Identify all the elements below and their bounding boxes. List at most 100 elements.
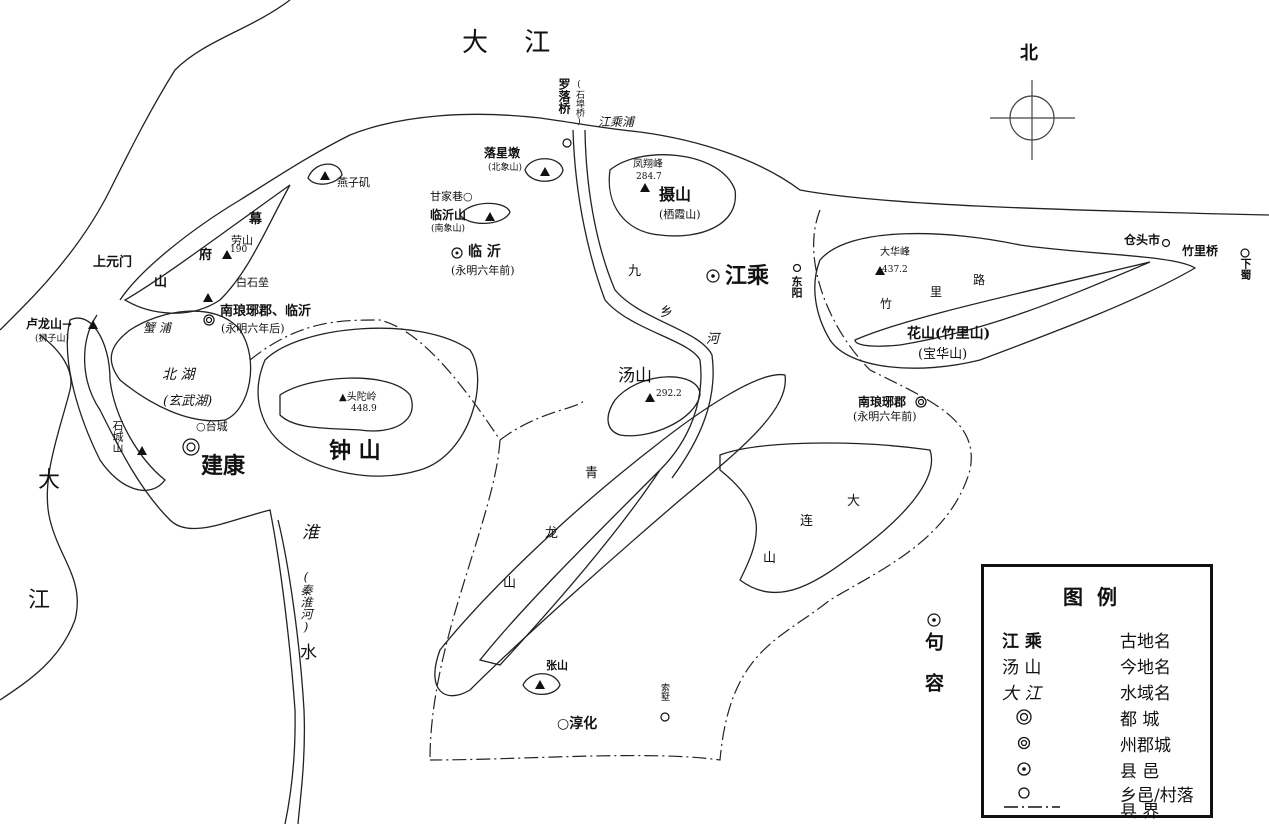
peak-icon xyxy=(875,266,885,275)
peak-icon xyxy=(137,446,147,455)
jiuxiang-river-2 xyxy=(584,129,714,479)
shore-outline-lower xyxy=(83,314,296,824)
legend-row-county: 县 邑 xyxy=(1002,757,1202,782)
water-qinhuai: (秦淮河) xyxy=(299,570,313,634)
map-legend: 图例 江 乘 古地名 汤 山 今地名 大 江 水域名 都 城 州郡城 县 邑 乡… xyxy=(981,564,1213,822)
place-nanlangya-1-note: (永明六年后) xyxy=(221,322,285,335)
peak-icon xyxy=(320,171,330,180)
place-tangshan: 汤山 xyxy=(618,366,652,386)
place-chunhua: ○淳化 xyxy=(557,716,598,732)
place-mufu-2: 府 xyxy=(199,248,213,263)
place-cangtoushi: 仓头市 xyxy=(1124,233,1161,247)
place-mufu-3: 山 xyxy=(154,275,168,290)
prefecture-symbol xyxy=(203,314,215,326)
legend-row-water-name: 大 江 水域名 xyxy=(1002,679,1202,704)
county-boundary-middle xyxy=(499,399,586,441)
capital-symbol-icon xyxy=(1016,709,1032,725)
place-linyishan-note: (南象山) xyxy=(431,224,466,234)
place-luoxingdun-note: (北象山) xyxy=(488,163,523,173)
place-yanziji: 燕子矶 xyxy=(337,176,370,189)
place-suoshu: 索墅 xyxy=(659,683,669,701)
place-zhangshan: 张山 xyxy=(546,659,568,672)
peak-icon xyxy=(485,212,495,221)
shenshan-outline xyxy=(608,154,736,237)
place-taicheng: ○台城 xyxy=(196,420,228,433)
place-jiangcheng: 江乘 xyxy=(725,263,770,289)
place-laoshan: 劳山 xyxy=(231,234,253,247)
place-jurong: 句 容 xyxy=(922,632,944,692)
water-jiangcheng-pu: 江乘浦 xyxy=(598,115,635,129)
village-symbol xyxy=(792,263,802,273)
zhongshan-inner xyxy=(279,377,413,432)
north-compass-icon xyxy=(990,80,1075,160)
place-linyi-note: (永明六年前) xyxy=(451,264,515,277)
place-zhongshan: 钟 山 xyxy=(329,438,381,464)
legend-key: 江 乘 xyxy=(1002,632,1042,652)
shicheng-outline xyxy=(66,317,166,491)
legend-row-prefecture: 州郡城 xyxy=(1002,731,1202,756)
legend-value: 水域名 xyxy=(1120,684,1171,704)
boundary-symbol-icon xyxy=(1004,806,1060,808)
place-dalian-2: 连 xyxy=(800,514,814,529)
place-baishilei: 白石垒 xyxy=(236,276,269,289)
linyishan-outline xyxy=(459,202,511,225)
legend-value: 今地名 xyxy=(1120,658,1171,678)
dalian-ridge xyxy=(719,442,933,594)
river-bank-left xyxy=(0,334,78,701)
place-toutuoling-h: 448.9 xyxy=(351,404,377,414)
place-nanlangya-1: 南琅琊郡、临沂 xyxy=(220,304,312,319)
legend-value: 都 城 xyxy=(1120,710,1160,730)
prefecture-symbol xyxy=(915,396,927,408)
place-mufu-1: 幕 xyxy=(249,212,263,227)
place-tangshan-h: 292.2 xyxy=(656,389,682,399)
peak-icon xyxy=(88,320,98,329)
place-huashan: 花山(竹里山) xyxy=(907,326,991,342)
zhongshan-outer xyxy=(257,327,479,477)
water-dajiang-top: 大 江 xyxy=(462,28,565,58)
place-luoluoqiao-note: (石埠桥) xyxy=(574,80,584,127)
yanziji-outline xyxy=(307,163,343,185)
village-symbol-icon xyxy=(1018,787,1030,799)
county-symbol-icon xyxy=(1017,762,1031,776)
water-pupu: 蟹 浦 xyxy=(143,321,171,335)
place-luoluoqiao: 罗落桥 xyxy=(557,78,571,114)
legend-value: 州郡城 xyxy=(1120,736,1171,756)
legend-value: 古地名 xyxy=(1120,632,1171,652)
place-baohuashan: (宝华山) xyxy=(918,347,968,362)
place-dalian-3: 山 xyxy=(763,551,777,566)
place-luoxingdun: 落星墩 xyxy=(484,146,521,160)
place-nanlangya-2: 南琅琊郡 xyxy=(858,395,907,409)
peak-icon xyxy=(535,680,545,689)
legend-key: 汤 山 xyxy=(1002,658,1042,678)
place-nanlangya-2-note: (永明六年前) xyxy=(853,410,917,423)
place-qinglong-1: 青 xyxy=(585,466,599,481)
legend-row-village: 乡邑/村落 xyxy=(1002,781,1202,806)
jiuxiang-river-1 xyxy=(572,129,702,471)
place-zhulilu-3: 路 xyxy=(973,273,986,287)
legend-row-modern-name: 汤 山 今地名 xyxy=(1002,653,1202,678)
peak-icon xyxy=(222,250,232,259)
county-symbol xyxy=(706,269,720,283)
legend-value: 县 邑 xyxy=(1120,762,1160,782)
luoxing-outline xyxy=(524,158,564,182)
place-fengxiangfeng-h: 284.7 xyxy=(636,172,662,182)
legend-row-capital: 都 城 xyxy=(1002,705,1202,730)
place-shangyuanmen: 上元门 xyxy=(93,255,133,270)
place-shenshan: 摄山 xyxy=(659,185,692,204)
beihu-lake xyxy=(110,310,252,422)
tangshan-outline xyxy=(607,376,701,437)
water-dajiang-left-1: 大 xyxy=(38,468,61,493)
place-shenshan-note: (栖霞山) xyxy=(659,208,701,221)
place-linyi: 临 沂 xyxy=(468,244,501,260)
peak-icon xyxy=(645,393,655,402)
water-dajiang-left-2: 江 xyxy=(28,588,51,613)
place-dahuafeng-h: 437.2 xyxy=(882,265,908,275)
qinhuai-right-bank xyxy=(277,519,306,824)
huashan-inner xyxy=(854,261,1151,347)
legend-value: 乡邑/村落 xyxy=(1120,786,1194,806)
place-lulongshan: 卢龙山→ xyxy=(26,317,73,331)
zhangshan-outline xyxy=(522,673,561,696)
place-xiashu: 下蜀 xyxy=(1239,258,1252,280)
place-fengxiangfeng: 凤翔峰 xyxy=(633,159,663,170)
